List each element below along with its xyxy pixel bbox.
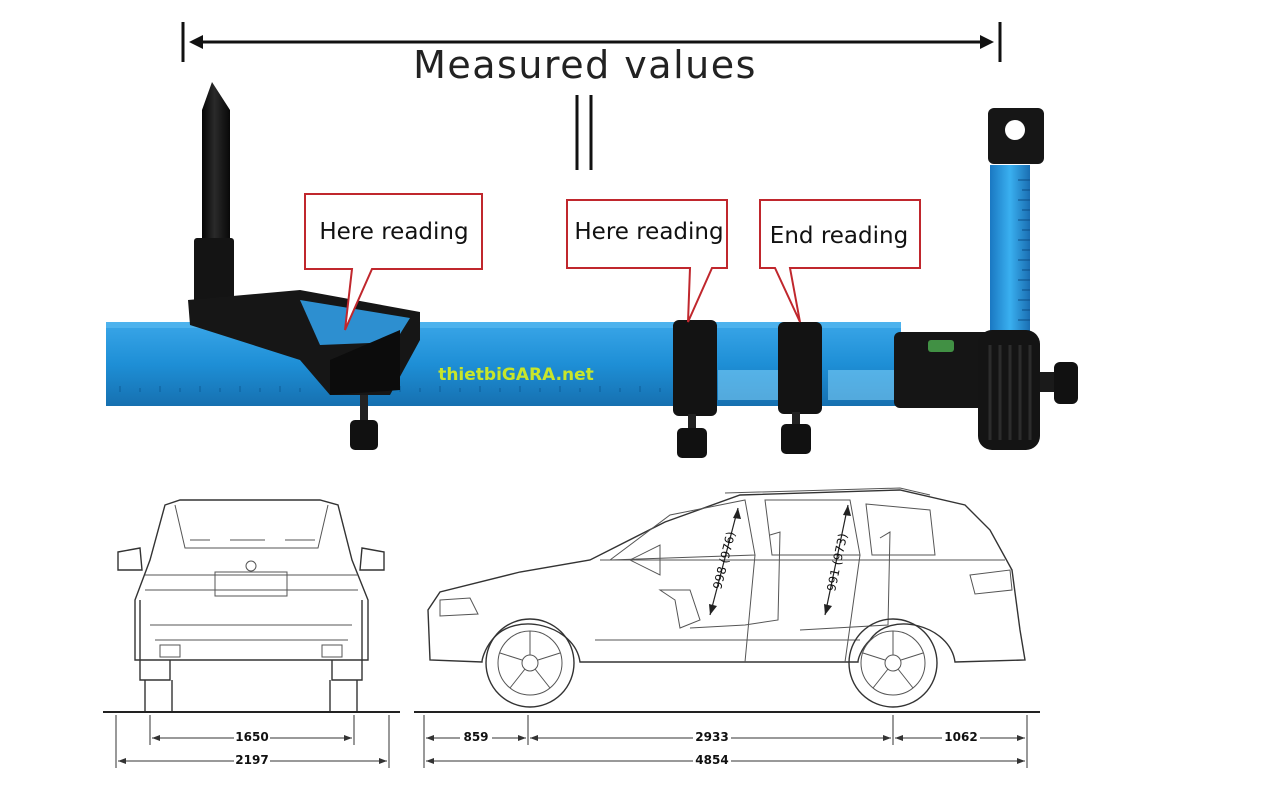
callout-3-text: End reading [770, 223, 908, 249]
callout-1-text: Here reading [319, 219, 468, 245]
callout-1: Here reading [304, 193, 483, 331]
front-overhang-label: 859 [463, 730, 488, 744]
measurement-arrow [181, 22, 1002, 62]
car-front-view [117, 499, 385, 713]
wheelbase-label: 2933 [695, 730, 728, 744]
gauge-bar [106, 322, 901, 406]
callout-2-text: Here reading [574, 219, 723, 245]
front-width-label: 2197 [235, 753, 268, 767]
length-label: 4854 [695, 753, 728, 767]
front-track-label: 1650 [235, 730, 268, 744]
right-end-assembly [894, 108, 1078, 450]
rear-overhang-label: 1062 [944, 730, 977, 744]
rear-seat-height-label: 991 (973) [824, 532, 850, 593]
car-side-view: 998 (976) 991 (973) [427, 487, 1026, 708]
watermark: thietbiGARA.net [438, 365, 594, 385]
left-pointer-clamp [188, 82, 420, 450]
side-dimensions: 859 2933 1062 4854 [414, 711, 1040, 768]
middle-slider-1 [673, 320, 717, 458]
front-dimensions: 1650 2197 [103, 711, 400, 768]
callout-2: Here reading [566, 199, 728, 323]
equals-marker [575, 95, 593, 170]
middle-slider-2 [778, 322, 822, 454]
callout-3: End reading [759, 199, 921, 323]
diagram-title: Measured values [413, 43, 757, 87]
